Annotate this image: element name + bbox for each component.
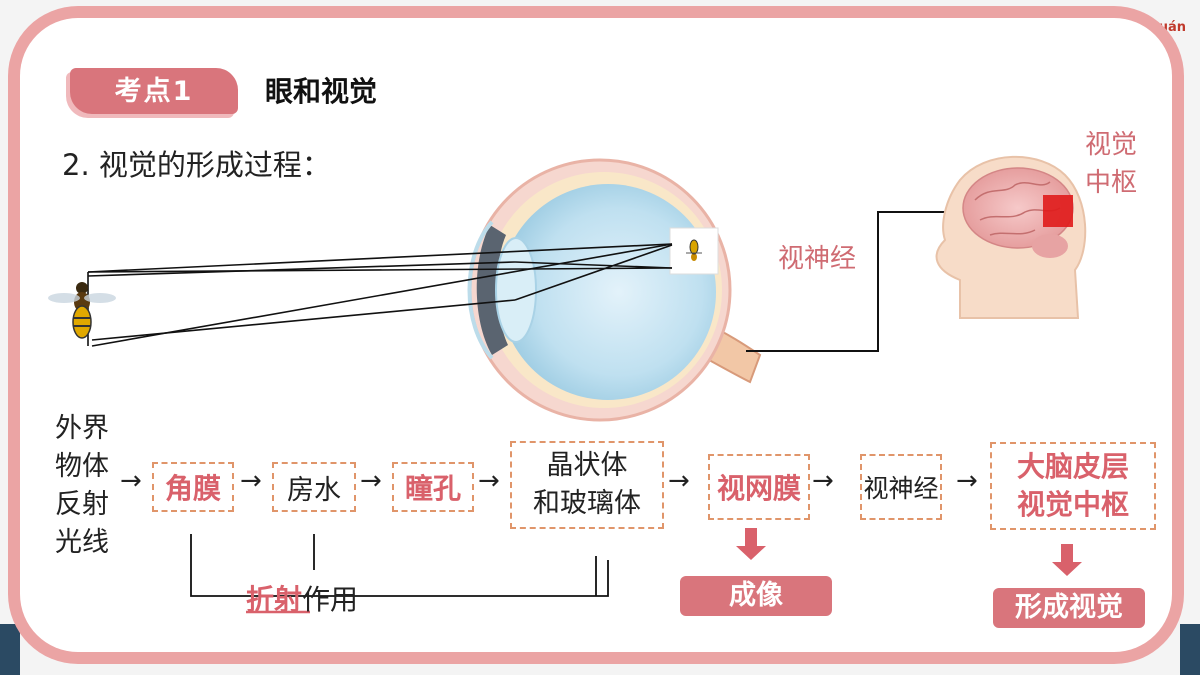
refraction-label: 折射作用 [246, 583, 359, 616]
background-bar-left [0, 624, 20, 675]
visual-center-label: 视觉 中枢 [1085, 130, 1138, 198]
light-rays [87, 243, 673, 347]
flow-arrow: → [120, 466, 142, 496]
outcome-imaging: 成像 [680, 576, 832, 616]
refraction-bracket [190, 534, 609, 597]
flow-box-optic-nerve: 视神经 [860, 454, 942, 520]
vitreous-body [500, 184, 716, 400]
section-title: 眼和视觉 [265, 75, 378, 108]
flow-box-aqueous-humor: 房水 [272, 462, 356, 512]
optic-nerve-label: 视神经 [778, 244, 857, 274]
flow-arrow: → [956, 466, 978, 496]
down-arrow-vision-icon [1052, 544, 1082, 576]
flow-arrow: → [812, 466, 834, 496]
flow-box-cornea: 角膜 [152, 462, 234, 512]
cerebellum [1032, 234, 1068, 258]
lens [495, 237, 537, 343]
visual-center-highlight [1043, 195, 1073, 227]
topic-tag: 考点1 [70, 68, 238, 114]
wasp-icon [48, 282, 116, 339]
flow-box-visual-cortex: 大脑皮层 视觉中枢 [990, 442, 1156, 530]
flow-arrow: → [360, 466, 382, 496]
flow-box-lens-vitreous: 晶状体 和玻璃体 [510, 441, 664, 529]
outcome-vision: 形成视觉 [993, 588, 1145, 628]
flow-box-pupil: 瞳孔 [392, 462, 474, 512]
cornea [467, 220, 494, 360]
flow-arrow: → [668, 466, 690, 496]
external-light-label: 外界 物体 反射 光线 [55, 413, 109, 558]
flow-box-retina: 视网膜 [708, 454, 810, 520]
retina-insect-icon [686, 239, 702, 261]
subtitle: 2. 视觉的形成过程： [62, 148, 331, 182]
flow-arrow: → [240, 466, 262, 496]
down-arrow-imaging-icon [736, 528, 766, 560]
background-bar-right [1180, 624, 1200, 675]
flow-arrow: → [478, 466, 500, 496]
